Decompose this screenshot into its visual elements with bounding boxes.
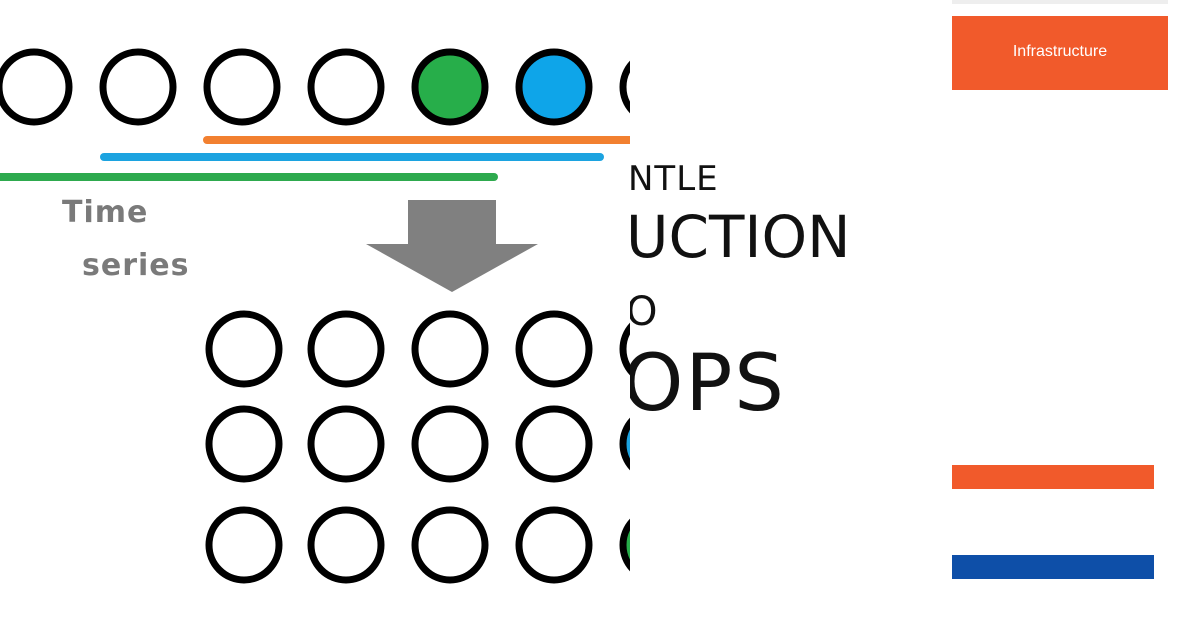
window-grid-point — [515, 405, 593, 483]
window-grid-point — [411, 310, 489, 388]
window-grid-point — [619, 518, 630, 572]
article-title: NTLE UCTION O OPS — [630, 0, 930, 630]
time-series-point — [619, 60, 630, 114]
window-grid-point — [205, 405, 283, 483]
time-series-label-time: Time — [62, 195, 149, 230]
time-series-point — [0, 48, 73, 126]
down-arrow-icon — [366, 200, 538, 292]
window-grid-point — [205, 506, 283, 584]
window-grid-point — [619, 417, 630, 471]
window-grid-point — [307, 405, 385, 483]
window-grid-point — [411, 506, 489, 584]
window-grid-point — [307, 506, 385, 584]
time-series-label-series: series — [82, 248, 190, 283]
window-grid-point — [619, 322, 630, 376]
time-series-point — [515, 48, 593, 126]
accent-stripe-orange — [952, 465, 1154, 489]
divider — [952, 0, 1168, 4]
title-line-2: UCTION — [630, 203, 851, 271]
sliding-window-diagram — [0, 48, 630, 584]
time-series-point — [99, 48, 177, 126]
time-series-point — [203, 48, 281, 126]
title-line-1: NTLE — [630, 159, 719, 199]
accent-stripe-blue — [952, 555, 1154, 579]
time-series-point — [307, 48, 385, 126]
time-series-point — [411, 48, 489, 126]
window-grid-point — [411, 405, 489, 483]
window-grid-point — [515, 310, 593, 388]
time-series-illustration: Time series — [0, 48, 630, 584]
window-grid-point — [205, 310, 283, 388]
title-line-3: O — [630, 289, 658, 335]
window-grid-point — [515, 506, 593, 584]
category-sidebar: Infrastructure — [930, 0, 1200, 630]
window-grid-point — [307, 310, 385, 388]
title-line-4: OPS — [630, 339, 786, 429]
category-tag-button[interactable]: Infrastructure — [952, 16, 1168, 90]
